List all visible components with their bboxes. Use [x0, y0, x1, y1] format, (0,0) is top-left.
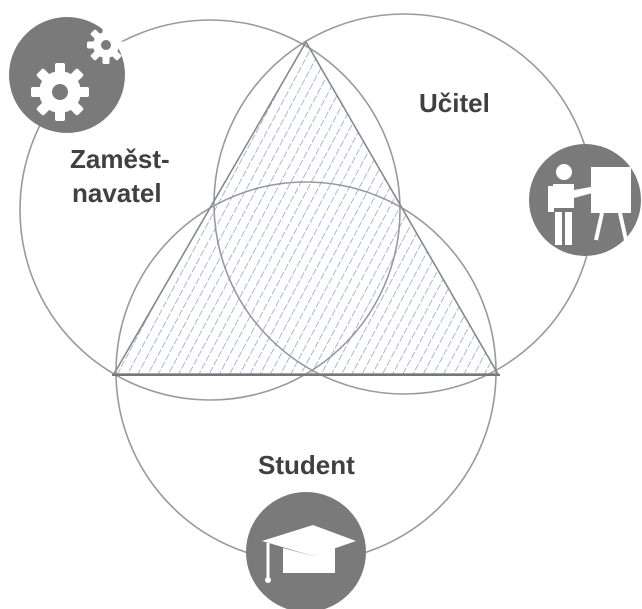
teacher-label: Učitel [419, 88, 490, 118]
employer-label-line2: navatel [72, 178, 162, 208]
graduation-cap-icon [246, 492, 366, 609]
employer-label-line1: Zaměst- [70, 144, 170, 174]
student-label: Student [258, 450, 355, 480]
gears-icon [9, 17, 125, 133]
teacher-at-board-icon [529, 144, 641, 256]
